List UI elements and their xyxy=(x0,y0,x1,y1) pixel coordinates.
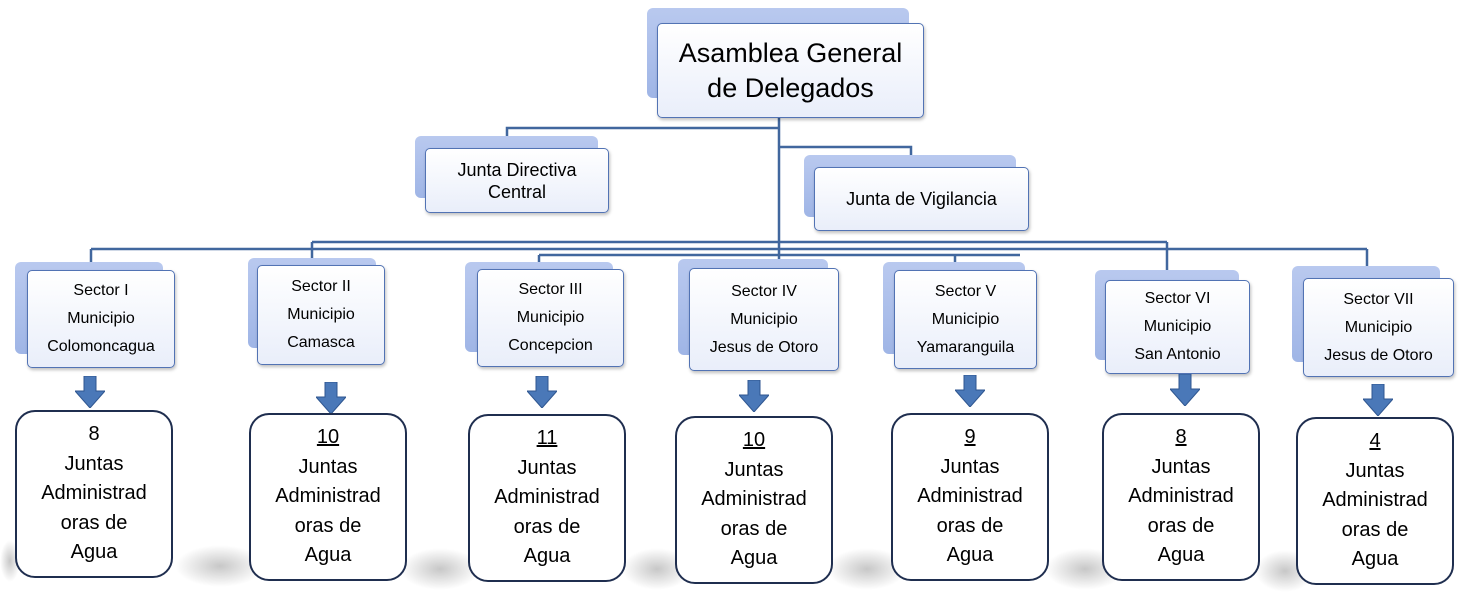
sector-node-4: Sector IV Municipio Jesus de Otoro xyxy=(678,259,840,372)
municipio-label: Municipio xyxy=(931,310,1000,328)
juntas-line: Administrad xyxy=(701,488,807,511)
sector-label: Sector II xyxy=(291,278,351,295)
juntas-line: Agua xyxy=(523,545,571,568)
down-arrow-icon xyxy=(1363,384,1393,416)
juntas-line: Administrad xyxy=(1128,485,1234,508)
down-arrow-icon xyxy=(316,382,346,414)
juntas-box-4: 10 Juntas Administrad oras de Agua xyxy=(675,416,833,584)
municipio-name: Concepcion xyxy=(508,337,593,354)
juntas-line: oras de xyxy=(936,514,1004,537)
juntas-box-1: 8 Juntas Administrad oras de Agua xyxy=(15,410,173,578)
sector-node-6: Sector VI Municipio San Antonio xyxy=(1095,270,1251,375)
juntas-line: Agua xyxy=(730,547,778,570)
juntas-line: Administrad xyxy=(1322,489,1428,512)
sector-label: Sector IV xyxy=(731,282,797,300)
juntas-line: Administrad xyxy=(275,485,381,508)
juntas-box-5: 9 Juntas Administrad oras de Agua xyxy=(891,413,1049,581)
down-arrow-icon xyxy=(739,380,769,412)
juntas-count: 10 xyxy=(742,429,766,452)
juntas-line: Juntas xyxy=(724,458,784,481)
juntas-line: Administrad xyxy=(41,482,147,505)
juntas-line: oras de xyxy=(294,514,362,537)
directiva-connector xyxy=(505,126,779,138)
municipio-name: Yamaranguila xyxy=(916,338,1015,356)
asamblea-line1: Asamblea General xyxy=(678,37,903,68)
junta-vigilancia-node: Junta de Vigilancia xyxy=(804,155,1030,232)
juntas-line: oras de xyxy=(720,517,788,540)
sector-node-2: Sector II Municipio Camasca xyxy=(248,258,386,368)
down-arrow-icon xyxy=(527,376,557,408)
sector-node-1: Sector I Municipio Colomoncagua xyxy=(15,262,177,372)
sector-label: Sector I xyxy=(73,282,129,299)
down-arrow-icon xyxy=(75,376,105,408)
juntas-line: oras de xyxy=(1341,518,1409,541)
asamblea-general-node: Asamblea General de Delegados xyxy=(647,8,925,118)
sector-node-3: Sector III Municipio Concepcion xyxy=(465,262,625,368)
juntas-line: Agua xyxy=(70,541,118,564)
directiva-line2: Central xyxy=(487,181,547,202)
juntas-line: Juntas xyxy=(64,452,124,475)
vigilancia-label: Junta de Vigilancia xyxy=(846,189,997,209)
juntas-count: 10 xyxy=(316,426,340,449)
municipio-name: Jesus de Otoro xyxy=(709,338,819,356)
juntas-line: oras de xyxy=(1147,514,1215,537)
juntas-count: 4 xyxy=(1369,430,1381,453)
asamblea-line2: de Delegados xyxy=(707,72,874,103)
juntas-line: oras de xyxy=(60,511,128,534)
down-arrow-icon xyxy=(1170,374,1200,406)
juntas-line: Juntas xyxy=(298,455,358,478)
juntas-line: Juntas xyxy=(1151,455,1211,478)
municipio-name: Camasca xyxy=(287,334,355,351)
sector-node-7: Sector VII Municipio Jesus de Otoro xyxy=(1292,266,1455,378)
juntas-count: 9 xyxy=(964,426,976,449)
juntas-line: Administrad xyxy=(917,485,1023,508)
juntas-line: Agua xyxy=(946,544,994,567)
juntas-line: Agua xyxy=(1157,544,1205,567)
juntas-box-7: 4 Juntas Administrad oras de Agua xyxy=(1296,417,1454,585)
juntas-line: Juntas xyxy=(940,455,1000,478)
sector-node-5: Sector V Municipio Yamaranguila xyxy=(883,262,1038,370)
juntas-box-6: 8 Juntas Administrad oras de Agua xyxy=(1102,413,1260,581)
juntas-count: 8 xyxy=(88,423,100,446)
municipio-label: Municipio xyxy=(730,310,798,328)
juntas-line: Juntas xyxy=(517,456,577,479)
juntas-line: Agua xyxy=(1351,548,1399,571)
directiva-line1: Junta Directiva xyxy=(457,159,577,180)
juntas-count: 11 xyxy=(536,427,558,450)
juntas-count: 8 xyxy=(1175,426,1187,449)
juntas-line: oras de xyxy=(513,515,581,538)
down-arrow-icon xyxy=(955,375,985,407)
municipio-label: Municipio xyxy=(516,309,585,326)
juntas-line: Agua xyxy=(304,544,352,567)
sector-label: Sector VII xyxy=(1343,290,1414,308)
juntas-box-2: 10 Juntas Administrad oras de Agua xyxy=(249,413,407,581)
municipio-label: Municipio xyxy=(1143,318,1212,335)
junta-directiva-node: Junta Directiva Central xyxy=(415,136,610,214)
juntas-line: Administrad xyxy=(494,486,600,509)
juntas-line: Juntas xyxy=(1345,459,1405,482)
municipio-name: San Antonio xyxy=(1134,346,1221,363)
sector-label: Sector III xyxy=(518,281,583,298)
municipio-label: Municipio xyxy=(287,306,355,323)
municipio-name: Colomoncagua xyxy=(47,338,155,355)
vigilancia-connector xyxy=(779,145,913,157)
municipio-label: Municipio xyxy=(1344,318,1413,336)
municipio-label: Municipio xyxy=(67,310,135,327)
juntas-box-3: 11 Juntas Administrad oras de Agua xyxy=(468,414,626,582)
sector-label: Sector V xyxy=(934,282,997,300)
shadow xyxy=(400,548,480,590)
sector-label: Sector VI xyxy=(1144,290,1211,307)
municipio-name: Jesus de Otoro xyxy=(1324,346,1433,364)
